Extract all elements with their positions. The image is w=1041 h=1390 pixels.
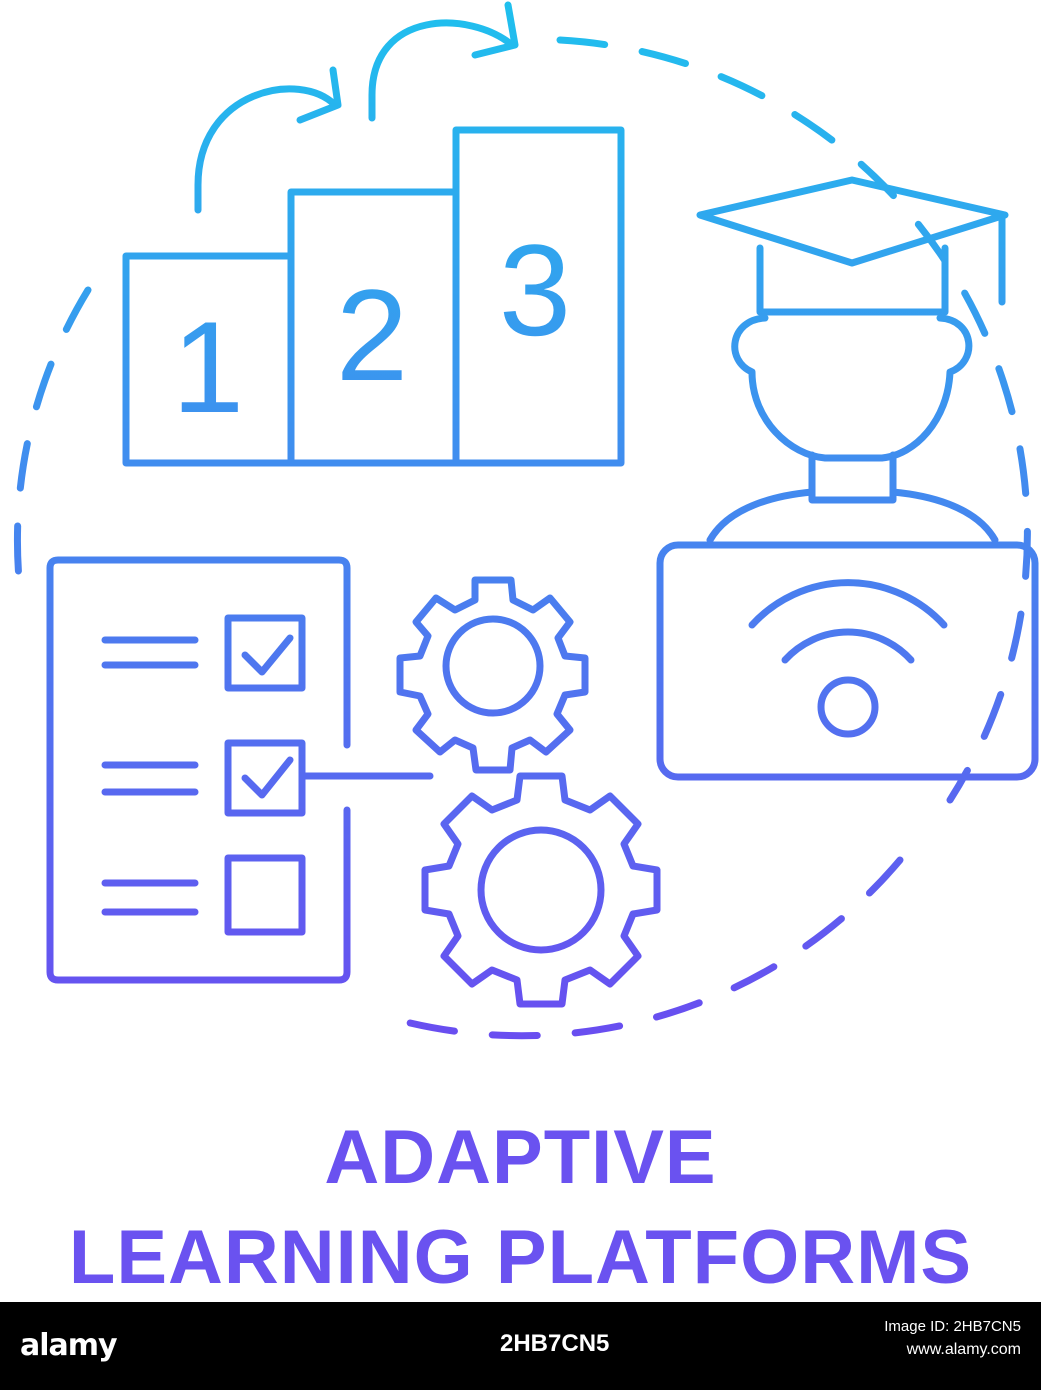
image-id-label: Image ID: 2HB7CN5 xyxy=(884,1318,1021,1335)
gears-icon xyxy=(396,576,661,1008)
footer-meta: Image ID: 2HB7CN5 www.alamy.com xyxy=(884,1318,1021,1359)
caption-line-1: ADAPTIVE xyxy=(324,1115,717,1200)
adaptive-learning-illustration: 1 2 3 xyxy=(13,1,1039,1040)
caption-line-2: LEARNING PLATFORMS xyxy=(68,1215,973,1300)
podium-digit-1: 1 xyxy=(172,294,244,440)
laptop-wifi-icon xyxy=(656,541,1039,781)
graduate-student-icon xyxy=(696,176,1009,544)
checklist-icon xyxy=(46,556,434,984)
dashed-circle-frame xyxy=(376,36,1031,1040)
podium-digit-2: 2 xyxy=(336,262,408,408)
podium-digit-3: 3 xyxy=(499,217,571,363)
alamy-logo: alamy xyxy=(20,1328,118,1363)
image-id: 2HB7CN5 xyxy=(500,1330,610,1357)
podium-icon xyxy=(122,126,625,467)
dashed-circle-frame-left xyxy=(13,286,92,594)
stock-footer: alamy 2HB7CN5 Image ID: 2HB7CN5 www.alam… xyxy=(0,1302,1041,1390)
footer-url: www.alamy.com xyxy=(906,1341,1021,1358)
progress-arrows-icon xyxy=(194,1,519,214)
